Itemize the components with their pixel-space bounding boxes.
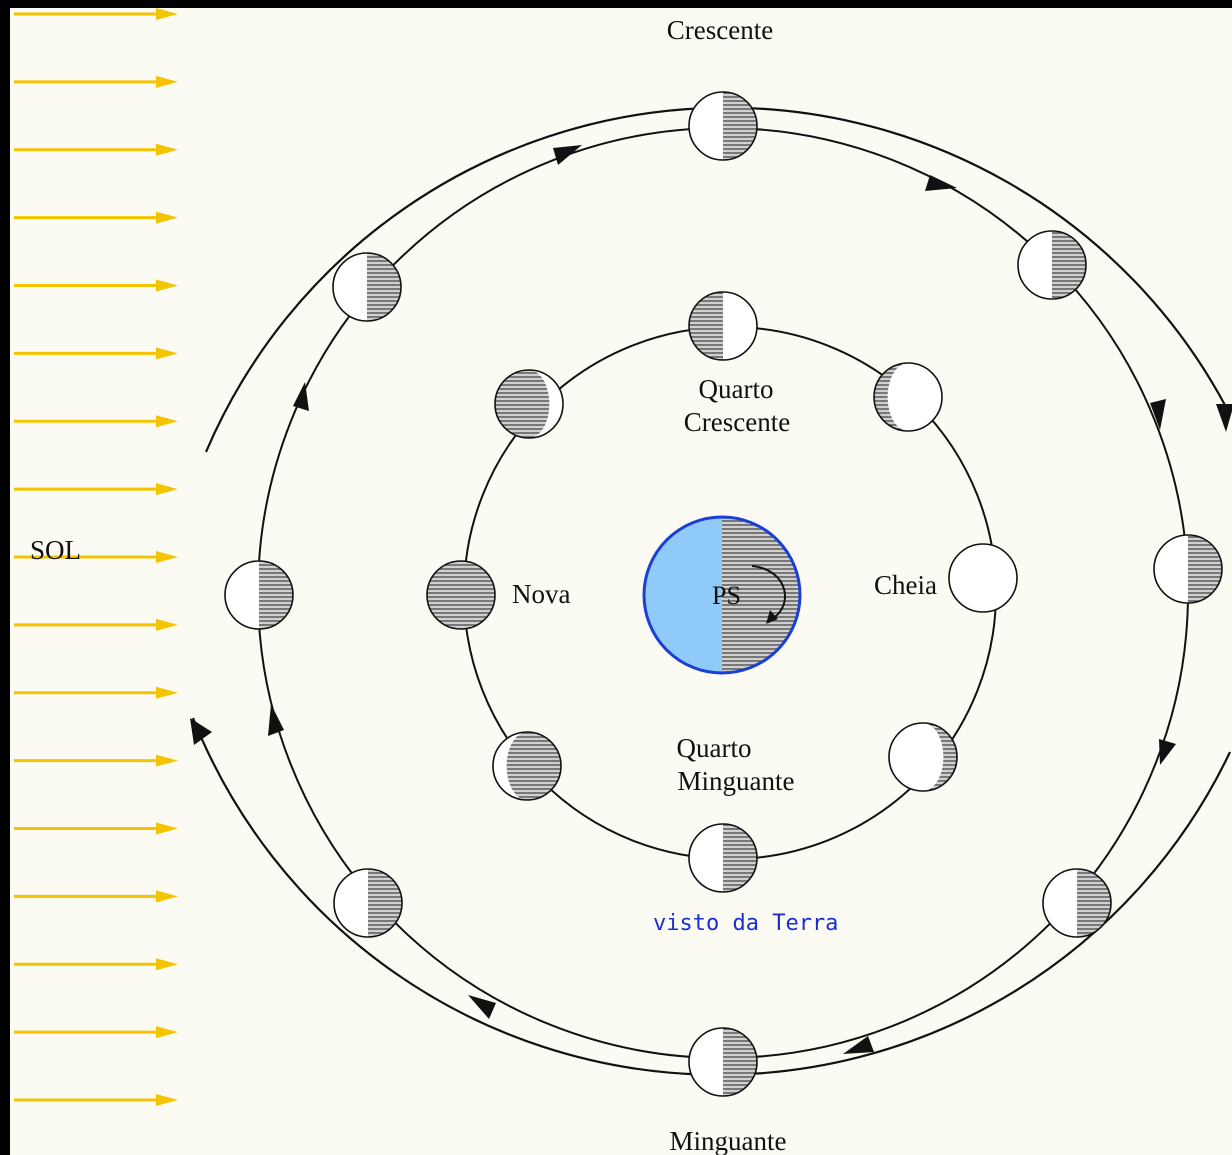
moon-last-quarter-icon [688,823,758,893]
moon-full-icon [1153,534,1223,604]
last-quarter-label-line2: Minguante [678,766,795,796]
sun-ray [14,686,178,699]
arrow-icon [843,1036,874,1054]
moon-waxing-crescent-icon [494,369,564,439]
outer-orbit-arrows [190,404,1232,745]
sun-ray [14,143,178,156]
arrow-icon [1216,404,1232,432]
paper-background [10,8,1232,1155]
sun-ray [14,958,178,971]
outer-orbit-moons [224,91,1223,1097]
moon-waxing-gibbous-icon [1017,230,1087,300]
full-moon-label: Cheia [874,570,937,600]
moon-waning-gibbous-icon [888,722,958,792]
moon-waning-crescent-icon [333,868,403,938]
arrow-icon [468,995,496,1019]
moon-new-icon [224,560,294,630]
arrow-icon [766,610,778,624]
sun-ray [14,822,178,835]
rotation-arrow-icon [751,565,786,621]
first-quarter-label-line1: Quarto [699,374,774,404]
arrow-icon [553,145,582,165]
earth-rim [642,515,802,675]
moon-full-icon [948,543,1018,613]
sun-ray [14,415,178,428]
last-quarter-label-line1: Quarto [677,733,752,763]
moon-new-icon [426,560,496,630]
sun-ray [14,890,178,903]
sun-ray [14,754,178,767]
arrow-icon [1150,399,1166,430]
moon-waning-crescent-icon [492,731,562,801]
waxing-label: Crescente [667,15,773,45]
sun-rays [14,8,178,1106]
sun-ray [14,618,178,631]
moon-first-quarter-icon [332,252,402,322]
sun-label-group: SOL [30,535,81,565]
sun-ray [14,1094,178,1106]
sun-label: SOL [30,535,81,565]
sun-ray [14,1026,178,1039]
seen-from-earth-label: visto da Terra [653,911,838,936]
sun-ray [14,551,178,563]
waning-label: Minguante [670,1126,787,1155]
moon-waxing-gibbous-icon [873,362,943,432]
arrow-icon [268,704,284,736]
sun-ray [14,483,178,496]
moon-waning-gibbous-icon [1042,868,1112,938]
arrow-icon [1159,739,1176,765]
new-moon-label: Nova [512,579,570,609]
sun-ray [14,75,178,88]
first-quarter-label-line2: Crescente [684,407,790,437]
arrow-icon [190,718,212,745]
moon-last-quarter-icon [688,1027,758,1097]
sun-ray [14,279,178,292]
inner-orbit-moons [426,291,1018,893]
middle-orbit-arrows [268,145,1176,1054]
sun-ray [14,347,178,360]
moon-first-quarter-icon [688,291,758,361]
earth-marker-label: PS [712,581,741,610]
arrow-icon [925,175,957,191]
moon-crescent-icon [688,91,758,161]
sun-ray [14,211,178,224]
arrow-icon [293,382,309,411]
sun-ray [14,8,178,20]
